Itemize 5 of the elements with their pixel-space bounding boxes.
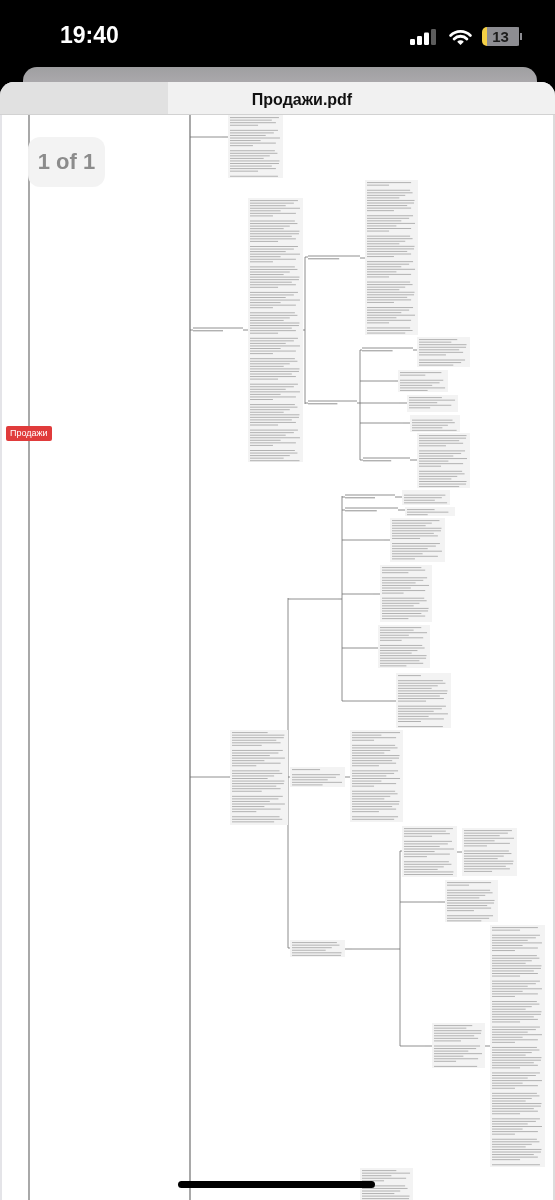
battery-indicator: 13 [482, 27, 522, 46]
document-title: Продажи.pdf [251, 90, 353, 109]
status-time: 19:40 [60, 22, 119, 49]
page-counter: 1 of 1 [28, 137, 105, 187]
root-topic: Продажи [6, 426, 52, 441]
